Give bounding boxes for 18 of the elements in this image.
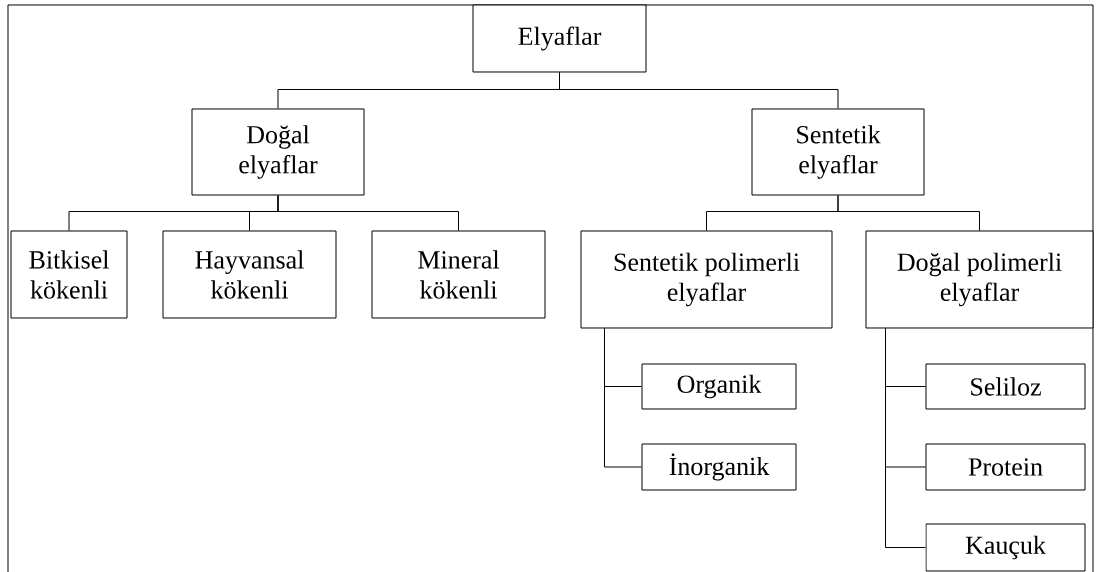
category-box: Organik (641, 363, 797, 410)
category-box: Mineral kökenli (371, 230, 546, 319)
category-box: Sentetik elyaflar (751, 108, 925, 196)
category-box: Elyaflar (472, 4, 647, 73)
category-box: Doğal elyaflar (191, 108, 365, 196)
connector-line (277, 195, 459, 231)
connector-line (604, 328, 642, 468)
category-box: Doğal polimerli elyaflar (865, 230, 1094, 329)
category-box: Protein (925, 443, 1086, 491)
category-box: Seliloz (925, 363, 1086, 410)
connector-line (559, 72, 839, 109)
category-box: Sentetik polimerli elyaflar (580, 230, 833, 329)
connector-line (885, 328, 926, 548)
category-box: Hayvansal kökenli (162, 230, 337, 319)
category-box: Bitkisel kökenli (10, 230, 128, 319)
category-box: İnorganik (641, 443, 797, 491)
connector-line (837, 195, 980, 231)
category-box: Kauçuk (925, 523, 1086, 572)
